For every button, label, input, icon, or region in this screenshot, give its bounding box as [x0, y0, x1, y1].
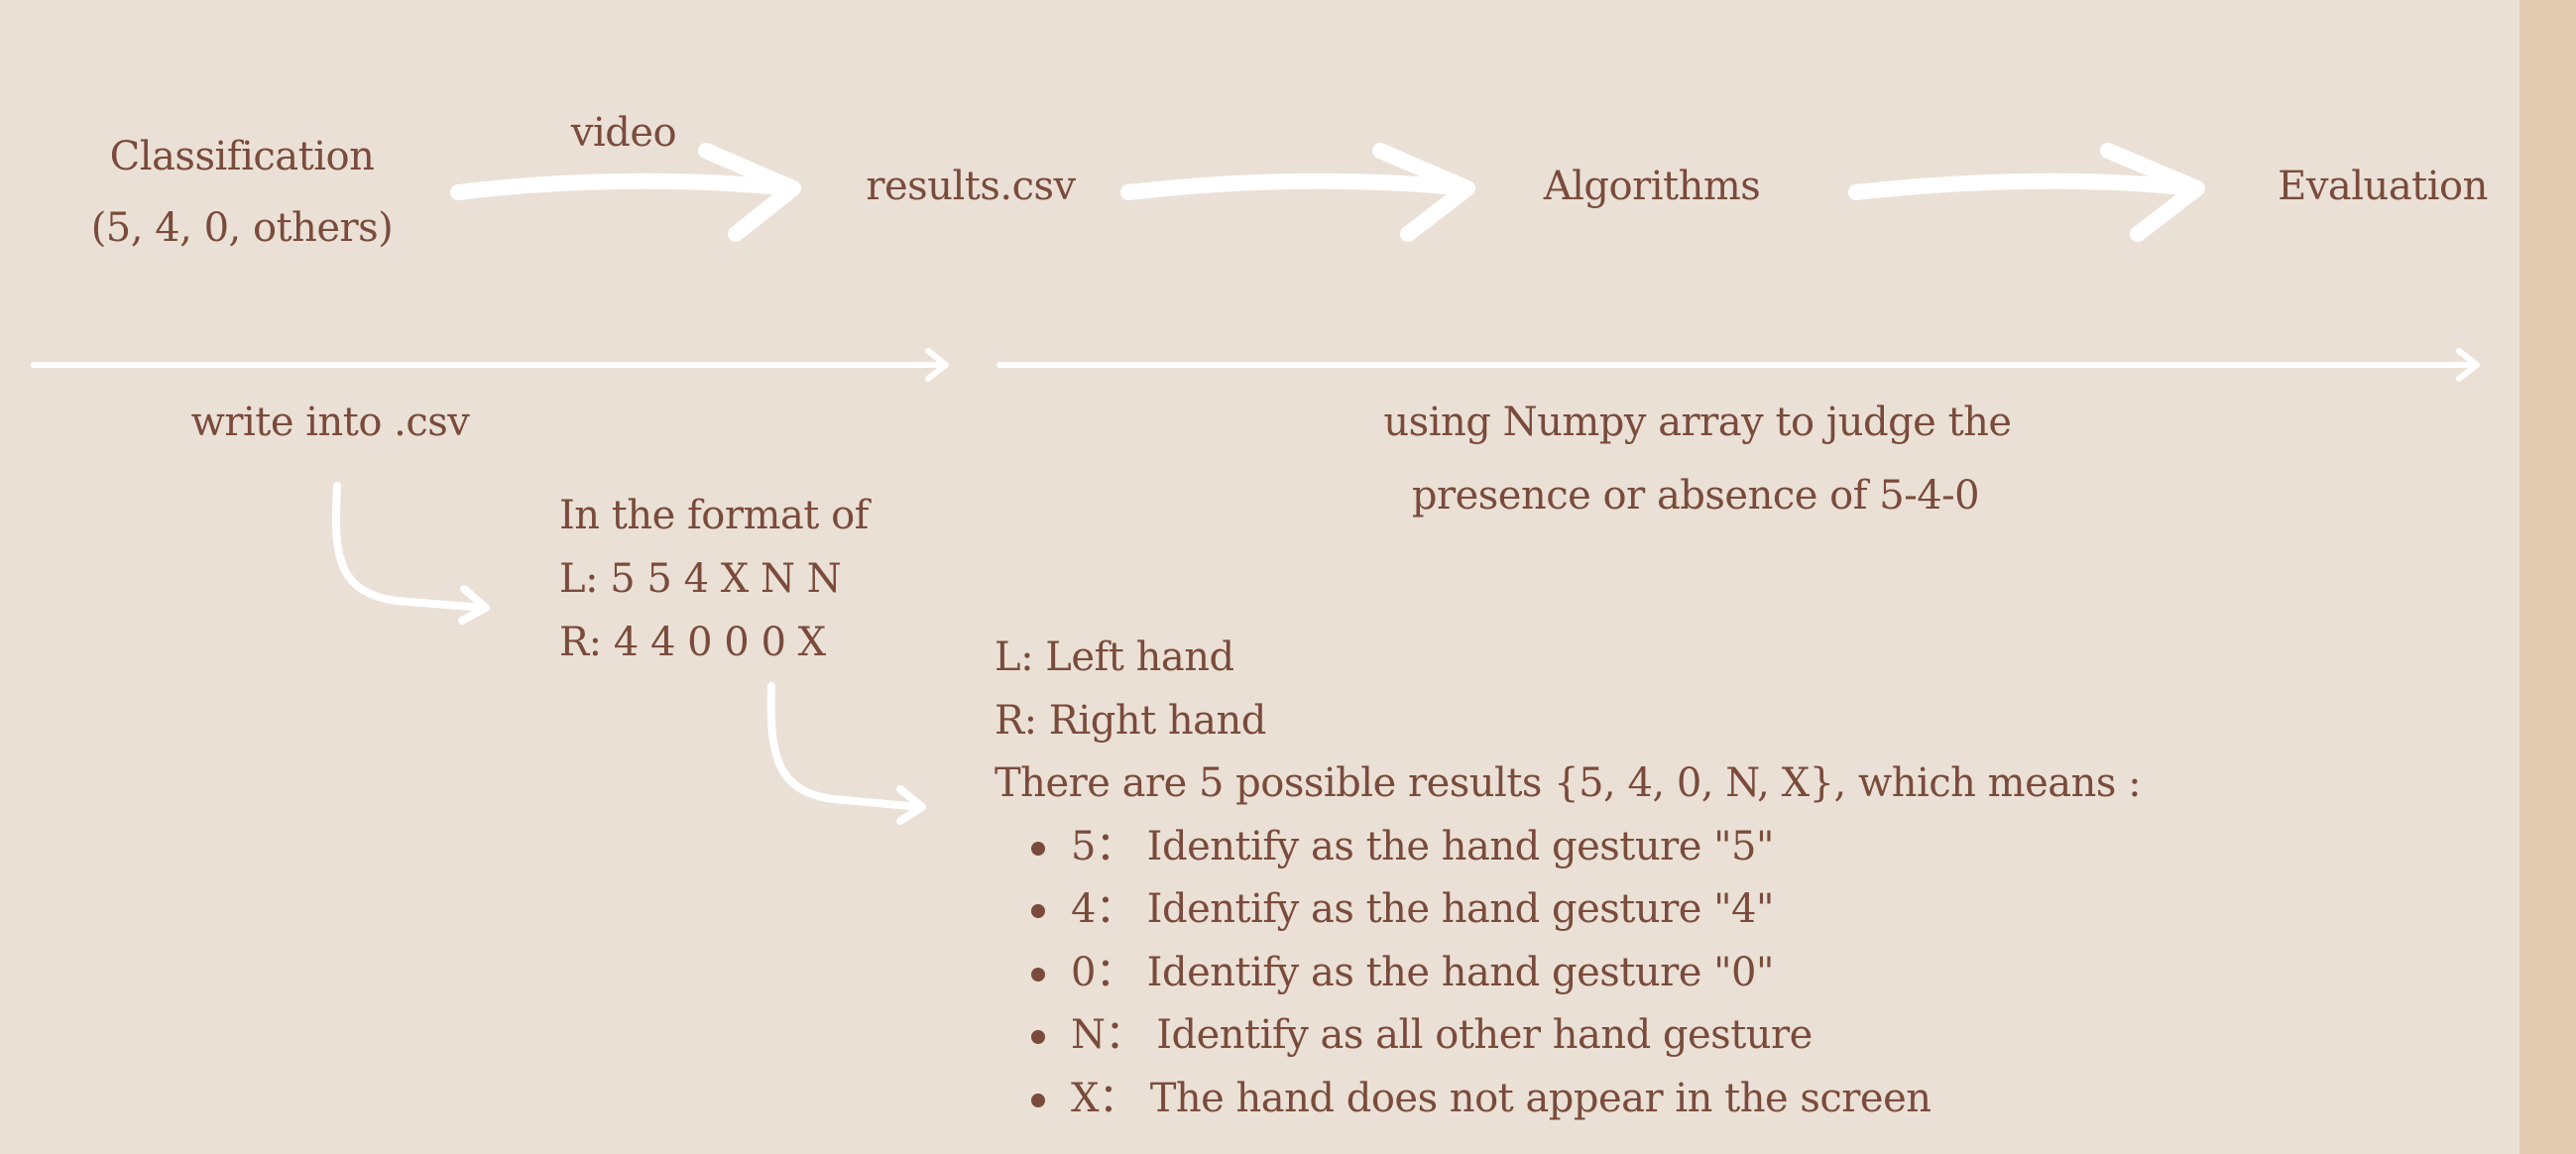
legend-right-hand: R: Right hand [995, 697, 1266, 744]
classification-label: Classification [109, 134, 375, 179]
evaluation-label: Evaluation [2278, 164, 2488, 209]
side-strip [2519, 0, 2576, 1154]
algorithms-label: Algorithms [1543, 164, 1761, 209]
legend-item-4: 4： Identify as the hand gesture "4" [995, 878, 2141, 942]
section-arrow-right [996, 348, 2480, 382]
curved-arrow-legend [766, 682, 926, 825]
legend-list: 5： Identify as the hand gesture "5" 4： I… [995, 816, 2141, 1131]
flow-arrow-1 [450, 143, 801, 242]
section-arrow-left [31, 348, 949, 382]
curved-arrow-format [331, 482, 490, 625]
write-csv-label: write into .csv [190, 400, 470, 445]
legend-left-hand: L: Left hand [995, 635, 1234, 680]
legend-item-x: X： The hand does not appear in the scree… [995, 1068, 2141, 1131]
numpy-line-2: presence or absence of 5-4-0 [1411, 473, 1980, 519]
legend-block: L: Left hand R: Right hand There are 5 p… [995, 627, 2142, 1131]
format-left-hand: L: 5 5 4 X N N [559, 556, 842, 602]
classes-label: (5, 4, 0, others) [90, 205, 394, 251]
legend-intro: There are 5 possible results {5, 4, 0, N… [995, 760, 2142, 806]
numpy-line-1: using Numpy array to judge the [1383, 400, 2012, 445]
legend-item-0: 0： Identify as the hand gesture "0" [995, 942, 2141, 1005]
legend-item-5: 5： Identify as the hand gesture "5" [995, 816, 2141, 879]
results-csv-label: results.csv [866, 164, 1076, 209]
flow-arrow-2 [1120, 143, 1475, 242]
format-right-hand: R: 4 4 0 0 0 X [559, 620, 826, 665]
flow-arrow-3 [1848, 143, 2205, 242]
legend-item-n: N： Identify as all other hand gesture [995, 1004, 2141, 1068]
format-block: In the format of L: 5 5 4 X N N R: 4 4 0… [559, 484, 869, 674]
video-label: video [570, 110, 677, 156]
format-title: In the format of [559, 493, 869, 538]
